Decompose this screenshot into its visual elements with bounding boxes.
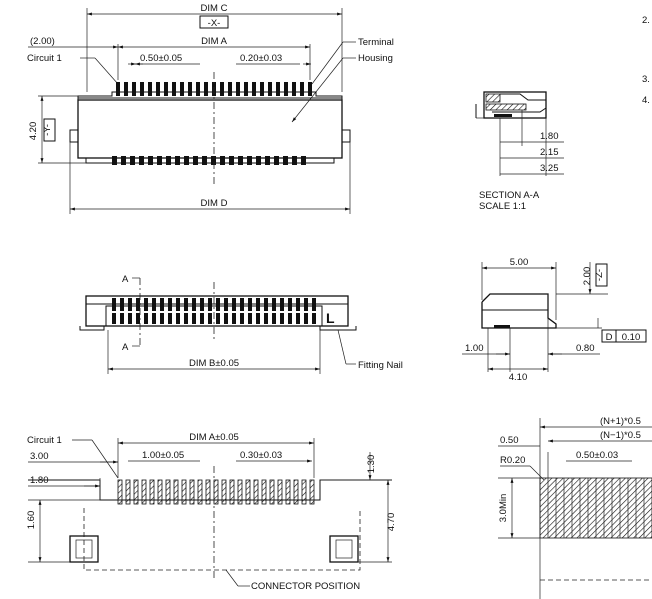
flatness-symbol: D [606, 332, 613, 343]
fpc-3-0min-label: 3.0Min [498, 494, 509, 523]
pcb-nail-pad-left [69, 535, 99, 563]
pitch-label: 0.50±0.05 [140, 53, 182, 64]
fpc-0-50-label: 0.50 [500, 435, 519, 446]
terminal-width-label: 0.20±0.03 [240, 53, 282, 64]
fpc-pitch-label: 0.50±0.03 [576, 450, 618, 461]
label-l: L [326, 310, 335, 326]
terminal-label: Terminal [358, 37, 394, 48]
side-4-10-label: 4.10 [509, 372, 528, 383]
housing-label: Housing [358, 53, 393, 64]
datum-x-box [199, 15, 229, 29]
dim-a-label: DIM A [201, 36, 228, 47]
pcb-dim-a-label: DIM A±0.05 [189, 432, 239, 443]
section-2-15-label: 2.15 [540, 147, 559, 158]
section-scale: SCALE 1:1 [479, 201, 526, 212]
datum-y-label: -Y- [42, 124, 53, 136]
pcb-circuit-1-label: Circuit 1 [27, 435, 62, 446]
top-view: DIM C -X- DIM A (2.00) Circuit 1 0.50±0.… [27, 3, 394, 214]
fpc-n-plus-1-label: (N+1)*0.5 [600, 416, 641, 427]
side-1-00-label: 1.00 [465, 343, 484, 354]
section-1-80-label: 1.80 [540, 131, 559, 142]
bottom-terminals [112, 156, 306, 165]
datum-x-label: -X- [208, 18, 221, 29]
pcb-1-80-label: 1.80 [30, 475, 49, 486]
pcb-1-60-label: 1.60 [26, 511, 37, 530]
section-3-25-label: 3.25 [540, 163, 559, 174]
dim-2-00-label: (2.00) [30, 36, 55, 47]
circuit-1-label: Circuit 1 [27, 53, 62, 64]
side-view: 5.00 2.00 -Z- D 0.10 1.00 0.80 4.10 [462, 257, 647, 383]
pcb-pitch-label: 1.00±0.05 [142, 450, 184, 461]
flatness-value: 0.10 [622, 332, 641, 343]
pcb-layout-view: Circuit 1 DIM A±0.05 1.00±0.05 0.30±0.03… [26, 432, 397, 592]
label-a-top: A [122, 274, 129, 285]
side-5-00-label: 5.00 [510, 257, 529, 268]
pcb-4-70-label: 4.70 [386, 513, 397, 532]
fpc-n-minus-1-label: (N−1)*0.5 [600, 430, 641, 441]
pcb-pad-width-label: 0.30±0.03 [240, 450, 282, 461]
datum-z-label: -Z- [594, 269, 605, 281]
fitting-nail-label: Fitting Nail [358, 360, 403, 371]
note-2: 2. [642, 15, 650, 26]
section-title: SECTION A-A [479, 190, 540, 201]
dim-c-label: DIM C [201, 3, 228, 14]
side-2-00-label: 2.00 [582, 267, 593, 286]
fpc-r0-20-label: R0.20 [500, 455, 525, 466]
note-3: 3. [642, 74, 650, 85]
note-4: 4. [642, 95, 650, 106]
fpc-view: (N+1)*0.5 (N−1)*0.5 0.50 R0.20 0.50±0.03… [498, 416, 652, 599]
label-a-bottom: A [122, 342, 129, 353]
front-view: L A A DIM B±0.05 Fitting Nail [79, 274, 403, 374]
dim-d-label: DIM D [201, 198, 228, 209]
height-4-20-label: 4.20 [28, 122, 39, 141]
pcb-1-30-label: 1.30 [366, 455, 377, 474]
dim-b-label: DIM B±0.05 [189, 358, 239, 369]
side-0-80-label: 0.80 [576, 343, 595, 354]
connector-position-label: CONNECTOR POSITION [251, 581, 360, 592]
pcb-nail-pad-right [329, 535, 359, 563]
pcb-3-00-label: 3.00 [30, 451, 49, 462]
section-view: 1.80 2.15 3.25 SECTION A-A SCALE 1:1 [475, 91, 564, 212]
pcb-pads [117, 479, 315, 505]
